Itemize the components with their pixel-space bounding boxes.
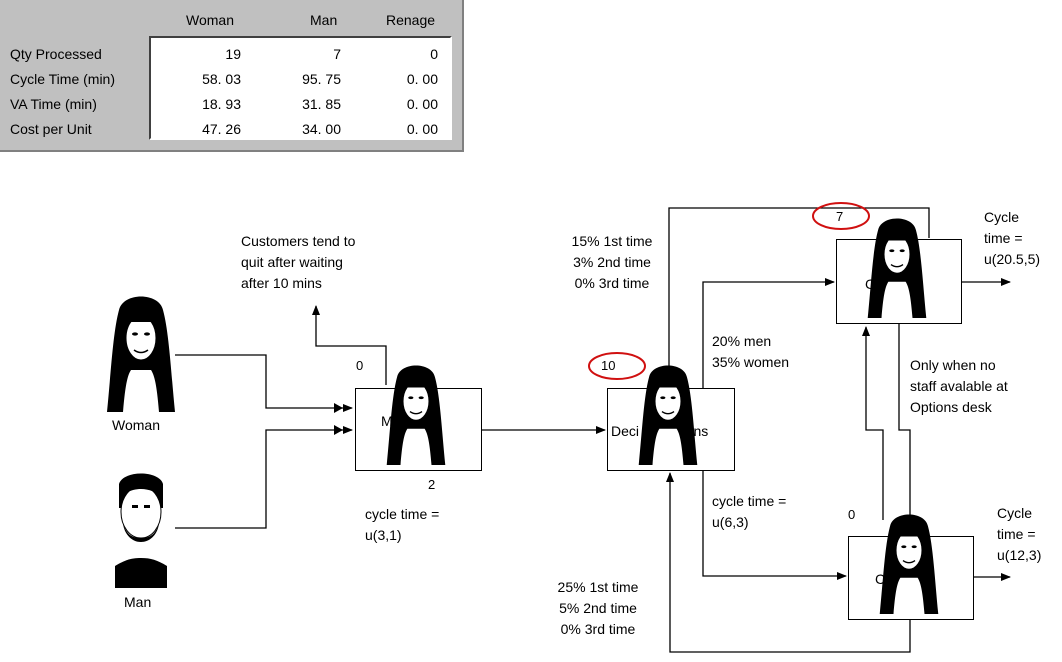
stat-value: 34. 00 <box>302 121 341 137</box>
cycle-time-meet-greet: cycle time = u(3,1) <box>365 506 440 543</box>
row-label-va-time: VA Time (min) <box>10 96 97 112</box>
checkout-bottom-count: 0 <box>848 507 856 522</box>
renege-note: Customers tend to quit after waiting aft… <box>241 233 356 291</box>
cycle-time-decisions: cycle time = u(6,3) <box>712 493 787 530</box>
stats-panel: Woman Man Renage Qty Processed Cycle Tim… <box>0 0 464 152</box>
stat-value: 18. 93 <box>202 96 241 112</box>
stat-value: 31. 85 <box>302 96 341 112</box>
column-header-man: Man <box>310 12 338 28</box>
checkout-top-count: 7 <box>836 209 844 224</box>
stats-values-box: 19 7 0 58. 03 95. 75 0. 00 18. 93 31. 85… <box>149 36 452 140</box>
checkout-top-label: C <box>865 276 876 292</box>
stat-value: 47. 26 <box>202 121 241 137</box>
column-header-woman: Woman <box>186 12 234 28</box>
stat-value: 0 <box>430 46 438 62</box>
row-label-cycle-time: Cycle Time (min) <box>10 71 116 87</box>
cycle-time-checkout-top: Cycle time = u(20.5,5) <box>984 209 1041 267</box>
row-label-cost-per-unit: Cost per Unit <box>10 121 92 137</box>
meet-greet-queue-count: 0 <box>356 358 364 373</box>
bottom-loop-note: 25% 1st time 5% 2nd time 0% 3rd time <box>557 579 639 637</box>
stat-value: 58. 03 <box>202 71 241 87</box>
woman-icon <box>638 365 698 465</box>
woman-icon <box>867 218 927 318</box>
stat-value: 0. 00 <box>406 96 438 112</box>
stat-value: 0. 00 <box>406 121 438 137</box>
cycle-time-checkout-bottom: Cycle time = u(12,3) <box>997 505 1042 563</box>
row-label-qty-processed: Qty Processed <box>10 46 102 62</box>
woman-icon <box>386 365 446 465</box>
split-note: 20% men 35% women <box>712 333 790 370</box>
highlight-ellipse-decisions <box>588 352 646 380</box>
staff-availability-note: Only when no staff avalable at Options d… <box>910 357 1008 415</box>
woman-icon <box>879 514 939 614</box>
man-label: Man <box>124 594 152 610</box>
highlight-ellipse-checkout <box>812 202 870 230</box>
top-loop-note: 15% 1st time 3% 2nd time 0% 3rd time <box>571 233 653 291</box>
stat-value: 95. 75 <box>302 71 341 87</box>
column-header-renage: Renage <box>386 12 436 28</box>
man-icon[interactable] <box>105 468 177 588</box>
checkout-bottom-label: C <box>875 571 886 587</box>
meet-greet-count: 2 <box>428 477 436 492</box>
woman-icon[interactable] <box>105 292 177 416</box>
woman-label: Woman <box>112 417 160 433</box>
stat-value: 19 <box>225 46 241 62</box>
stat-value: 7 <box>333 46 341 62</box>
stat-value: 0. 00 <box>406 71 438 87</box>
decisions-count: 10 <box>601 358 616 373</box>
